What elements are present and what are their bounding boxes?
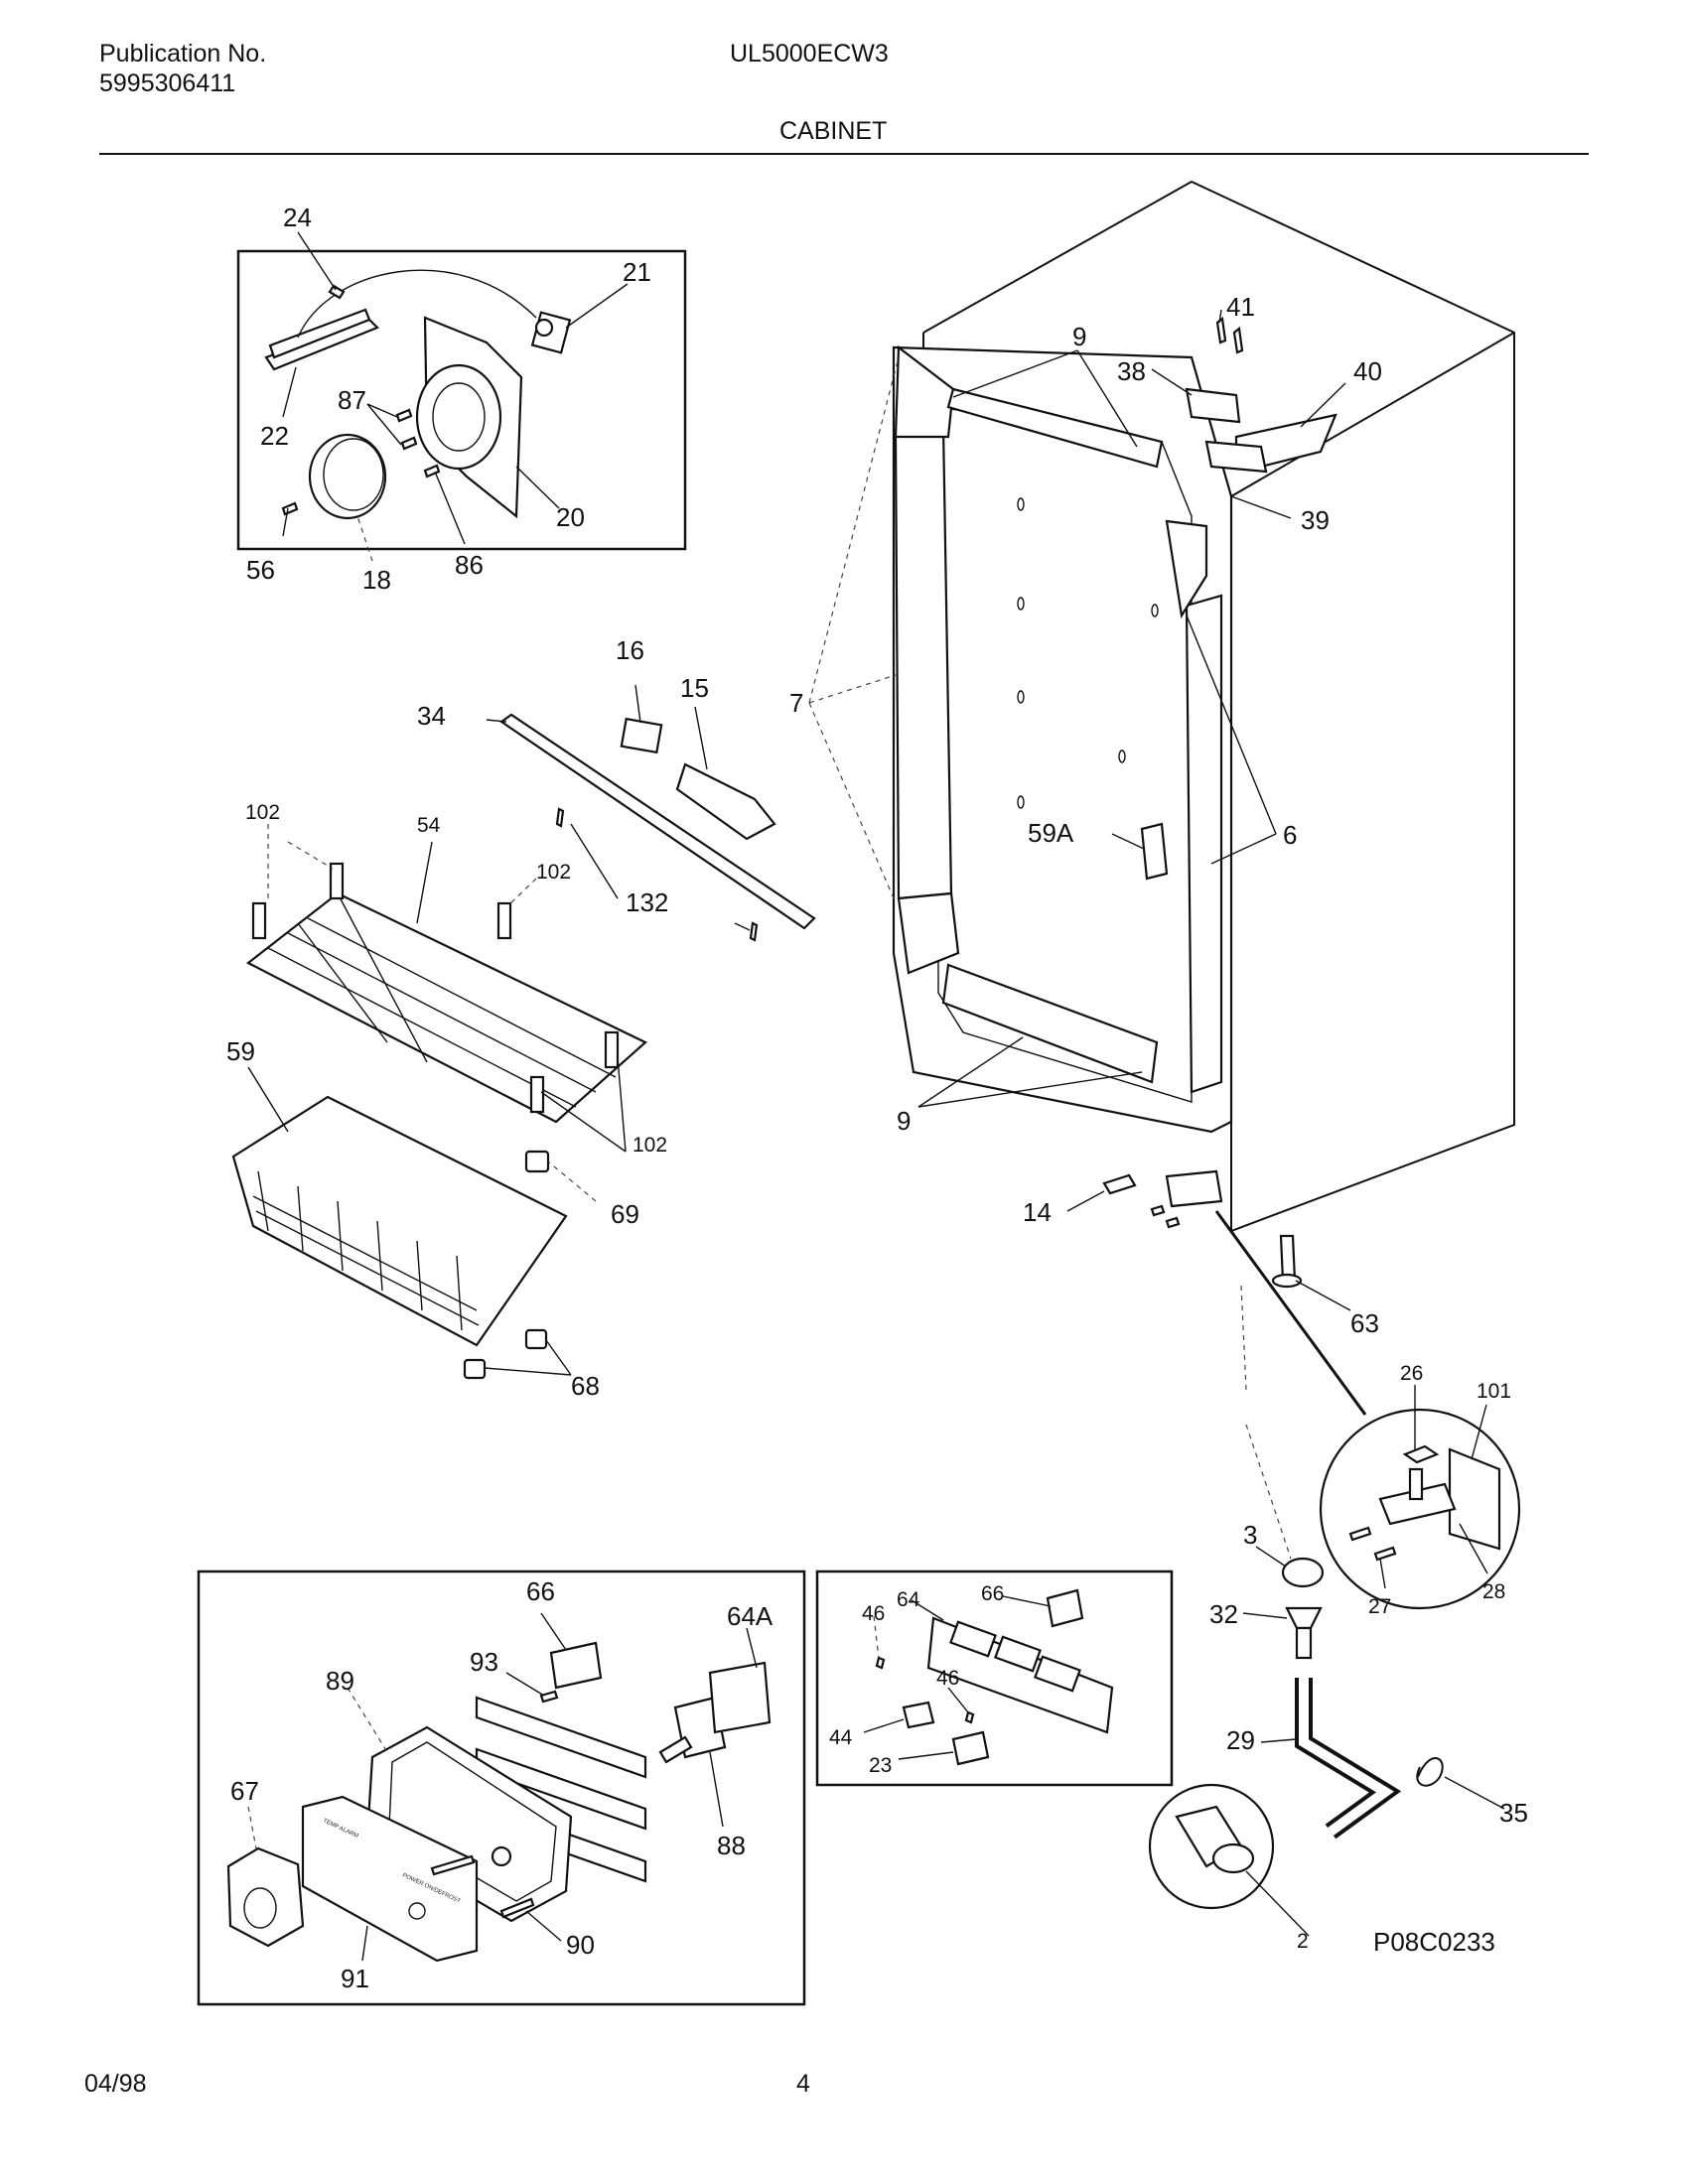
callout-7: 7 — [789, 688, 803, 718]
inset-box-switch — [815, 1570, 1174, 1787]
callout-102-a: 102 — [245, 801, 280, 824]
figure-code: P08C0233 — [1373, 1927, 1495, 1957]
callout-22: 22 — [260, 421, 289, 451]
callout-18: 18 — [362, 565, 391, 595]
callout-6: 6 — [1283, 820, 1297, 850]
callout-3: 3 — [1243, 1520, 1257, 1550]
callout-34: 34 — [417, 701, 446, 731]
callout-32: 32 — [1209, 1599, 1238, 1629]
callout-59: 59 — [226, 1036, 255, 1066]
callout-16: 16 — [616, 635, 644, 665]
callout-46-a: 46 — [862, 1602, 885, 1625]
callout-27: 27 — [1368, 1595, 1391, 1618]
callout-23: 23 — [869, 1754, 892, 1777]
publication-number: 5995306411 — [99, 69, 236, 97]
switch-housing-drawing — [863, 1588, 1114, 1766]
fan-assembly-drawing — [264, 231, 629, 562]
callout-86: 86 — [455, 550, 484, 580]
inset-box-control-panel — [197, 1570, 806, 2006]
callout-46-b: 46 — [936, 1667, 959, 1690]
callout-9-top: 9 — [1072, 322, 1086, 351]
callout-132: 132 — [626, 887, 668, 917]
callout-63: 63 — [1350, 1308, 1379, 1338]
callout-39: 39 — [1301, 505, 1330, 535]
callout-9-bottom: 9 — [897, 1106, 911, 1136]
callout-29: 29 — [1226, 1725, 1255, 1755]
callout-66-panel: 66 — [526, 1576, 555, 1606]
model-number: UL5000ECW3 — [730, 40, 889, 68]
callout-68: 68 — [571, 1371, 600, 1401]
callout-59A: 59A — [1028, 818, 1074, 848]
callout-40: 40 — [1353, 356, 1382, 386]
callout-41: 41 — [1226, 292, 1255, 322]
callout-54: 54 — [417, 814, 441, 837]
callout-14: 14 — [1023, 1197, 1052, 1227]
callout-64A: 64A — [727, 1601, 774, 1631]
callout-labels: 24 21 87 22 20 56 18 86 9 41 38 40 39 16… — [226, 203, 1528, 1993]
callout-56: 56 — [246, 555, 275, 585]
header-rule — [99, 153, 1589, 155]
callout-87: 87 — [338, 385, 366, 415]
callout-26: 26 — [1400, 1362, 1423, 1385]
callout-24: 24 — [283, 203, 312, 232]
callout-15: 15 — [680, 673, 709, 703]
callout-89: 89 — [326, 1666, 354, 1696]
publication-label: Publication No. — [99, 40, 267, 68]
callout-88: 88 — [717, 1831, 746, 1860]
callout-20: 20 — [556, 502, 585, 532]
callout-44: 44 — [829, 1726, 853, 1749]
callout-64: 64 — [897, 1588, 920, 1611]
drain-hinge-drawing — [1148, 1210, 1521, 1937]
inset-box-fan — [236, 249, 687, 551]
callout-21: 21 — [623, 257, 651, 287]
callout-90: 90 — [566, 1930, 595, 1960]
callout-102-c: 102 — [633, 1134, 667, 1157]
cabinet-drawing — [808, 180, 1515, 1233]
callout-2: 2 — [1297, 1930, 1309, 1953]
callout-38: 38 — [1117, 356, 1146, 386]
callout-67: 67 — [230, 1776, 259, 1806]
callout-91: 91 — [341, 1964, 369, 1993]
callout-93: 93 — [470, 1647, 498, 1677]
shelf-basket-drawing — [231, 684, 816, 1380]
callout-66-switch: 66 — [981, 1582, 1004, 1605]
callout-28: 28 — [1482, 1580, 1505, 1603]
callout-102-b: 102 — [536, 861, 571, 884]
callout-101: 101 — [1477, 1380, 1511, 1403]
control-panel-drawing: TEMP ALARM POWER ON/DEFROST — [226, 1612, 772, 1963]
callout-35: 35 — [1499, 1798, 1528, 1828]
footer-page-number: 4 — [796, 2070, 810, 2098]
section-title: CABINET — [779, 117, 888, 145]
callout-69: 69 — [611, 1199, 639, 1229]
footer-date: 04/98 — [84, 2070, 147, 2098]
